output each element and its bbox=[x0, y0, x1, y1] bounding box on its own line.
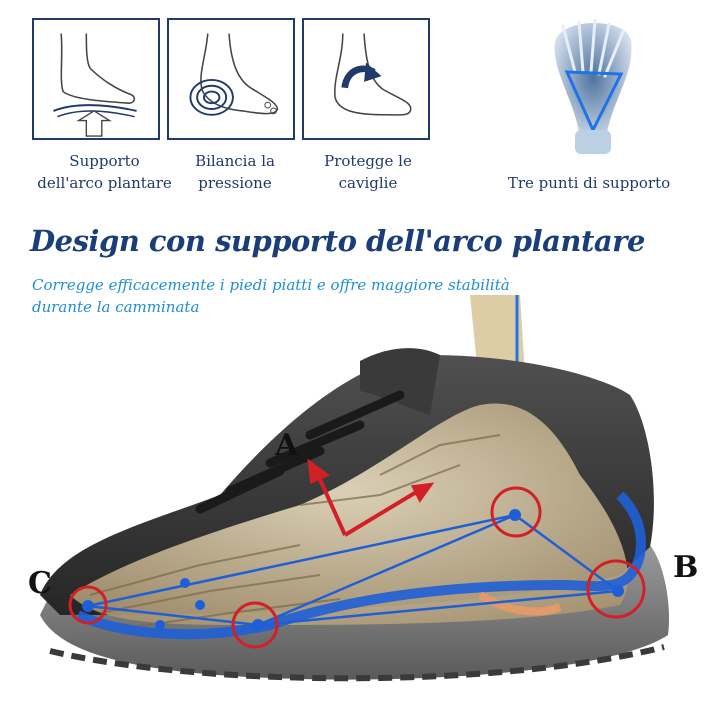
shoe-illustration bbox=[0, 295, 713, 713]
feature-box-arch bbox=[32, 18, 160, 140]
support-point-b-label: B bbox=[673, 550, 699, 585]
feature-caption-line2: pressione bbox=[198, 174, 272, 192]
subtitle-line1: Corregge efficacemente i piedi piatti e … bbox=[32, 276, 510, 294]
feature-caption-line1: Protegge le bbox=[324, 152, 412, 170]
feature-caption-line1: Supporto bbox=[69, 152, 140, 170]
subtitle-line2: durante la camminata bbox=[32, 298, 200, 316]
feature-caption-line1: Bilancia la bbox=[195, 152, 275, 170]
feature-box-pressure bbox=[167, 18, 295, 140]
feature-caption-line2: caviglie bbox=[338, 174, 398, 192]
feature-caption-line1: Tre punti di supporto bbox=[507, 174, 671, 192]
foot-xray-icon bbox=[545, 12, 640, 162]
feature-caption-pressure: Bilancia la pressione bbox=[170, 150, 300, 194]
page-subtitle: Corregge efficacemente i piedi piatti e … bbox=[32, 274, 592, 318]
feature-caption-three-points: Tre punti di supporto bbox=[484, 172, 694, 194]
support-point-c-label: C bbox=[28, 566, 52, 601]
ankle-protect-icon bbox=[334, 33, 412, 116]
feature-caption-arch: Supporto dell'arco plantare bbox=[22, 150, 187, 194]
feature-caption-ankle: Protegge le caviglie bbox=[304, 150, 432, 194]
feature-box-ankle bbox=[302, 18, 430, 140]
page-title: Design con supporto dell'arco plantare bbox=[30, 224, 645, 258]
support-point-a-label: A bbox=[275, 428, 299, 463]
foot-arch-icon bbox=[53, 33, 137, 137]
heel-pressure-icon bbox=[189, 33, 279, 116]
feature-caption-line2: dell'arco plantare bbox=[37, 174, 172, 192]
